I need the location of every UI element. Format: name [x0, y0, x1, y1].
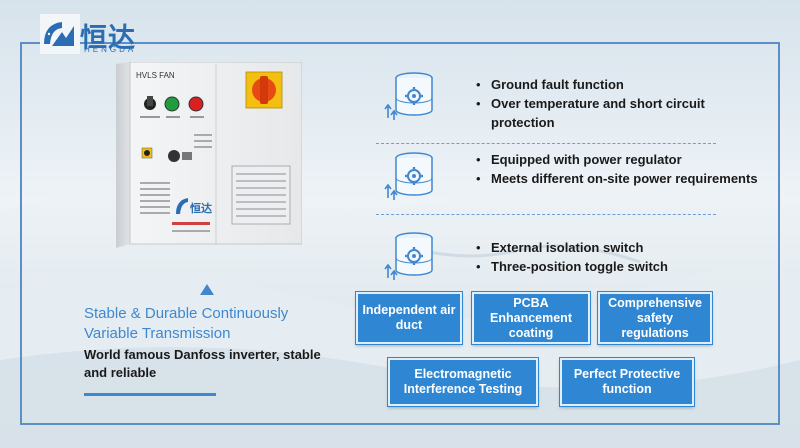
- tag-emi-testing: Electromagnetic Interference Testing: [388, 358, 538, 406]
- tag-protective-function: Perfect Protective function: [560, 358, 694, 406]
- content-frame: [20, 42, 780, 425]
- feature-item: •Ground fault function: [476, 77, 624, 92]
- feature-item: •External isolation switch: [476, 240, 644, 255]
- cylinder-gear-icon: [384, 72, 433, 120]
- tag-pcba-coating: PCBA Enhancement coating: [472, 292, 590, 344]
- divider: [376, 143, 716, 144]
- cylinder-gear-icon: [384, 152, 433, 200]
- brand-logo: 恒达 HENGDA: [40, 14, 170, 54]
- brand-name-cn: 恒达: [80, 23, 136, 54]
- hvls-fan-control-box: HVLS FAN 恒达: [116, 62, 302, 248]
- feature-list-power: •Equipped with power regulator •Meets di…: [474, 150, 764, 188]
- tag-independent-air-duct: Independent air duct: [356, 292, 462, 344]
- feature-item: •Equipped with power regulator: [476, 152, 682, 167]
- cylinder-gear-icon: [384, 232, 433, 280]
- feature-item: •Three-position toggle switch: [476, 259, 668, 274]
- hengda-logo-icon: [40, 14, 80, 54]
- arrow-up-icon: [200, 284, 214, 295]
- left-subtitle: World famous Danfoss inverter, stable an…: [84, 347, 321, 380]
- left-accent-rule: [84, 393, 216, 396]
- box-brand-label: 恒达: [190, 201, 212, 215]
- feature-list-protection: •Ground fault function •Over temperature…: [474, 75, 764, 132]
- tag-safety-regulations: Comprehensive safety regulations: [598, 292, 712, 344]
- divider: [376, 214, 716, 215]
- brand-name-en: HENGDA: [84, 45, 137, 54]
- feature-list-switch: •External isolation switch •Three-positi…: [474, 238, 764, 276]
- left-title: Stable & Durable Continuously Variable T…: [84, 305, 289, 342]
- feature-item: •Over temperature and short circuit prot…: [476, 96, 705, 130]
- box-label: HVLS FAN: [136, 71, 175, 80]
- feature-item: •Meets different on-site power requireme…: [476, 171, 758, 186]
